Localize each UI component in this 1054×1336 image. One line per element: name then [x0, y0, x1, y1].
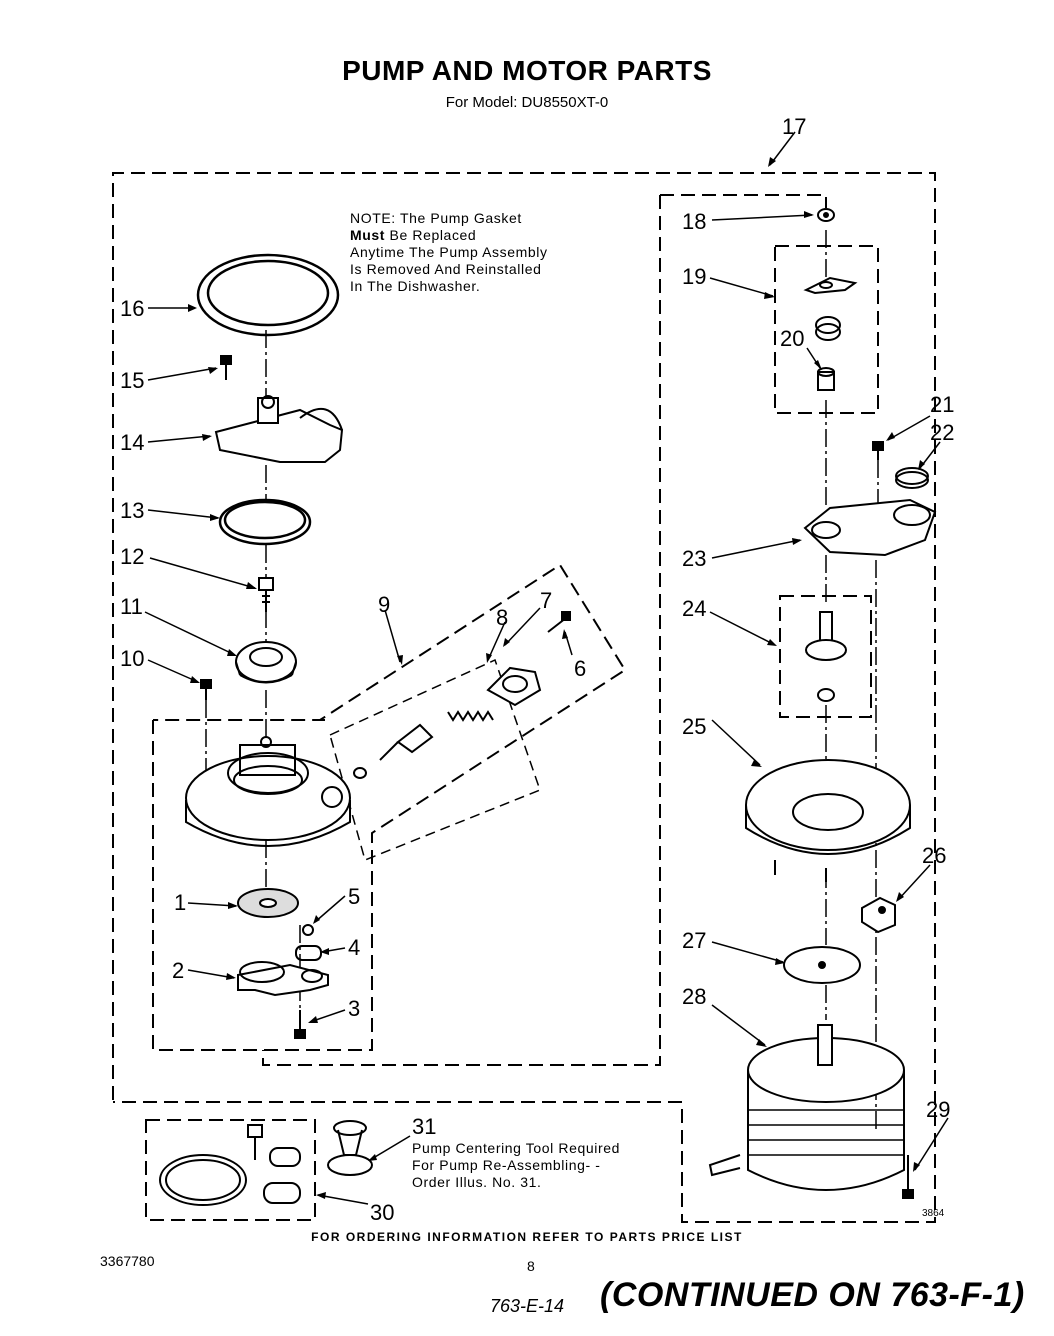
ordering-info: FOR ORDERING INFORMATION REFER TO PARTS … [311, 1230, 743, 1244]
part-14-pump-cover [214, 395, 344, 463]
part-23-bracket [803, 498, 937, 557]
callout-30: 30 [370, 1200, 395, 1225]
callout-7: 7 [540, 588, 553, 613]
leader-lines [144, 131, 949, 1205]
illustration-code: 3864 [922, 1208, 945, 1219]
callout-12: 12 [120, 544, 145, 569]
part-11-impeller [235, 641, 297, 684]
callout-5: 5 [348, 884, 361, 909]
callout-14: 14 [120, 430, 145, 455]
callout-25: 25 [682, 714, 707, 739]
part-4-seal [295, 945, 322, 961]
callout-18: 18 [682, 209, 707, 234]
callout-22: 22 [930, 420, 955, 445]
callout-1: 1 [174, 890, 187, 915]
callout-31: 31 [412, 1114, 437, 1139]
part-19-clip [803, 276, 858, 295]
part-16-pump-gasket [196, 253, 340, 337]
callout-3: 3 [348, 996, 361, 1021]
continued-note: (CONTINUED ON 763-F-1) [600, 1276, 1025, 1314]
part-12-bolt [258, 577, 274, 612]
callout-15: 15 [120, 368, 145, 393]
model-subtitle: For Model: DU8550XT-0 [445, 94, 609, 111]
callout-11: 11 [120, 594, 143, 619]
callout-19: 19 [682, 264, 707, 289]
part-20-spring-and-bushing [815, 316, 841, 391]
callout-6: 6 [574, 656, 587, 681]
part-2-pump-base [237, 961, 329, 997]
callout-2: 2 [172, 958, 185, 983]
page-title: PUMP AND MOTOR PARTS [342, 55, 712, 86]
arrow-heads [188, 157, 925, 1199]
part-13-ring [218, 498, 312, 546]
part-27-washer [783, 946, 861, 984]
part-26-clip [861, 896, 896, 934]
part-3-screw [294, 1010, 306, 1039]
part-30-kit [159, 1124, 301, 1206]
note-line-1: NOTE: The Pump Gasket [350, 210, 522, 226]
callout-20: 20 [780, 326, 805, 351]
note-line-4: Is Removed And Reinstalled [350, 261, 542, 277]
tool-note-line-2: For Pump Re-Assembling- - [412, 1157, 601, 1173]
callout-10: 10 [120, 646, 145, 671]
part-10-screw [200, 679, 212, 700]
callout-29: 29 [926, 1097, 951, 1122]
centering-tool-note: Pump Centering Tool Required For Pump Re… [412, 1140, 620, 1191]
callout-16: 16 [120, 296, 145, 321]
callout-17: 17 [782, 114, 807, 139]
callout-21: 21 [930, 392, 955, 417]
part-15-screw [220, 355, 232, 380]
note-line-2-rest: Be Replaced [385, 227, 477, 243]
part-1-filter [237, 888, 299, 918]
part-21-screw [872, 441, 884, 460]
tool-note-line-1: Pump Centering Tool Required [412, 1140, 620, 1156]
note-line-2: Must Be Replaced [350, 227, 548, 244]
part-25-motor-mount [745, 759, 911, 882]
pump-housing [185, 736, 351, 847]
callout-28: 28 [682, 984, 707, 1009]
callout-27: 27 [682, 928, 707, 953]
note-emphasis: Must [350, 227, 386, 243]
tool-note-line-3: Order Illus. No. 31. [412, 1174, 542, 1190]
callout-9: 9 [378, 592, 391, 617]
valve-subassembly-box [329, 658, 541, 862]
part-6-screw [547, 611, 571, 633]
page-number: 8 [527, 1258, 535, 1274]
part-31-centering-tool [327, 1120, 373, 1176]
document-number: 3367780 [100, 1253, 155, 1269]
part-24-shaft-coupling [805, 611, 847, 702]
note-line-5: In The Dishwasher. [350, 278, 481, 294]
callout-4: 4 [348, 935, 361, 960]
callout-13: 13 [120, 498, 145, 523]
callout-24: 24 [682, 596, 707, 621]
gasket-note: NOTE: The Pump Gasket Must Be Replaced A… [350, 210, 548, 295]
handwritten-reference: 763-E-14 [490, 1296, 565, 1316]
callout-23: 23 [682, 546, 707, 571]
callout-8: 8 [496, 605, 509, 630]
part-5-ball [302, 924, 314, 936]
axis-lines [205, 230, 879, 1130]
part-22-grommet [895, 467, 929, 489]
part-18-nut [817, 208, 835, 222]
part-28-motor [708, 1024, 905, 1191]
part-8-valve-assembly [353, 666, 542, 779]
note-line-3: Anytime The Pump Assembly [350, 244, 548, 260]
callout-26: 26 [922, 843, 947, 868]
part-29-screw [902, 1155, 914, 1199]
